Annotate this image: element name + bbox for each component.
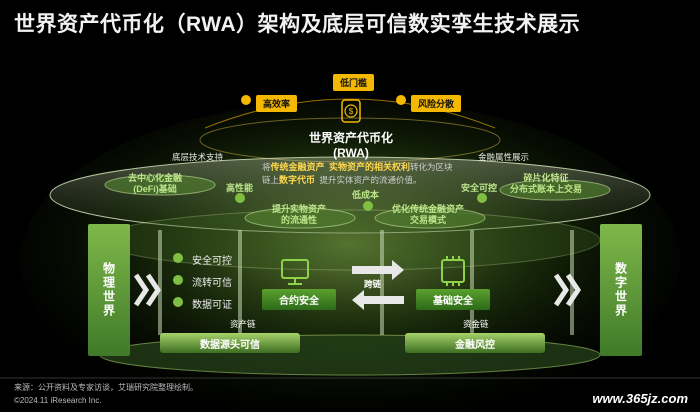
desc-part4: 提升实体资产的流通价值。 — [319, 175, 422, 185]
label-data-source-trusted: 数据源头可信 — [200, 340, 260, 351]
desc-bold3: 数字代币 — [279, 175, 316, 185]
rwa-coin-icon: $ — [341, 99, 361, 123]
pad-data-source — [160, 333, 300, 353]
pill-efficiency: 高效率 — [256, 95, 298, 112]
heading-finance: 金融属性展示 — [478, 152, 530, 162]
pad-risk-control — [405, 333, 545, 353]
svg-text:$: $ — [349, 107, 354, 116]
monitor-shield-icon — [281, 259, 309, 285]
rwa-title-line1: 世界资产代币化 — [308, 131, 393, 145]
location-pin-icons — [173, 193, 487, 307]
page-title: 世界资产代币化（RWA）架构及底层可信数实孪生技术展示 — [14, 13, 581, 36]
rwa-title-line2: (RWA) — [333, 146, 369, 160]
top-arc — [204, 98, 496, 129]
footer-source: 来源：公开资料及专家访谈，艾瑞研究院整理绘制。 — [14, 383, 198, 392]
label-financial-risk-control: 金融风控 — [455, 340, 495, 351]
chevron-right-icon-right — [553, 273, 582, 307]
dot-efficiency — [241, 95, 251, 105]
disc-circulation — [244, 207, 356, 229]
check-verifiable-data: 数据可证 — [192, 300, 232, 311]
pill-low-threshold: 低门槛 — [333, 74, 375, 91]
label-fund-chain: 资金链 — [463, 319, 489, 329]
label-high-performance: 高性能 — [226, 183, 254, 193]
desc-part2: 转化为区块 — [410, 162, 453, 172]
exchange-arrows-icon — [352, 260, 404, 310]
check-trusted-flow: 流转可信 — [192, 278, 232, 289]
label-defi: 去中心化金融 (DeFi)基础 — [128, 173, 183, 194]
watermark: www.365jz.com — [592, 391, 688, 406]
desc-part1: 将 — [262, 162, 271, 172]
label-trade-mode: 优化传统金融资产 交易模式 — [392, 204, 465, 225]
disc-trade — [374, 207, 486, 229]
center-description: 将传统金融资产 实物资产的相关权利转化为区块 链上数字代币 提升实体资产的流通价… — [262, 160, 453, 186]
footer-copyright: ©2024.11 iResearch Inc. — [14, 396, 102, 405]
disc-defi — [104, 174, 216, 196]
label-cross-chain: 跨链 — [364, 279, 382, 289]
block-contract-security: 合约安全 — [262, 289, 336, 310]
heading-tech-support: 底层技术支持 — [172, 152, 224, 162]
check-secure: 安全可控 — [192, 256, 232, 267]
desc-part3: 链上 — [262, 175, 280, 185]
desc-bold2: 实物资产的相关权利 — [328, 162, 410, 172]
desc-bold1: 传统金融资产 — [270, 162, 325, 172]
chevron-right-icon-left — [133, 273, 162, 307]
label-asset-chain: 资产链 — [230, 319, 256, 329]
label-secure-control: 安全可控 — [461, 183, 498, 193]
dot-risk — [396, 95, 406, 105]
chip-icon — [441, 256, 465, 286]
pill-risk: 风险分散 — [411, 95, 462, 112]
upper-ring — [49, 156, 651, 234]
digital-world-box: 数字世界 — [600, 224, 642, 356]
label-circulation: 提升实物资产 的流通性 — [272, 204, 327, 225]
physical-world-box: 物理世界 — [88, 224, 130, 356]
rwa-title: 世界资产代币化 (RWA) — [298, 131, 404, 161]
label-low-cost: 低成本 — [352, 190, 380, 200]
label-fragment: 碎片化特征 分布式账本上交易 — [510, 173, 583, 194]
disc-fragment — [499, 179, 611, 201]
block-infra-security: 基础安全 — [416, 289, 490, 310]
